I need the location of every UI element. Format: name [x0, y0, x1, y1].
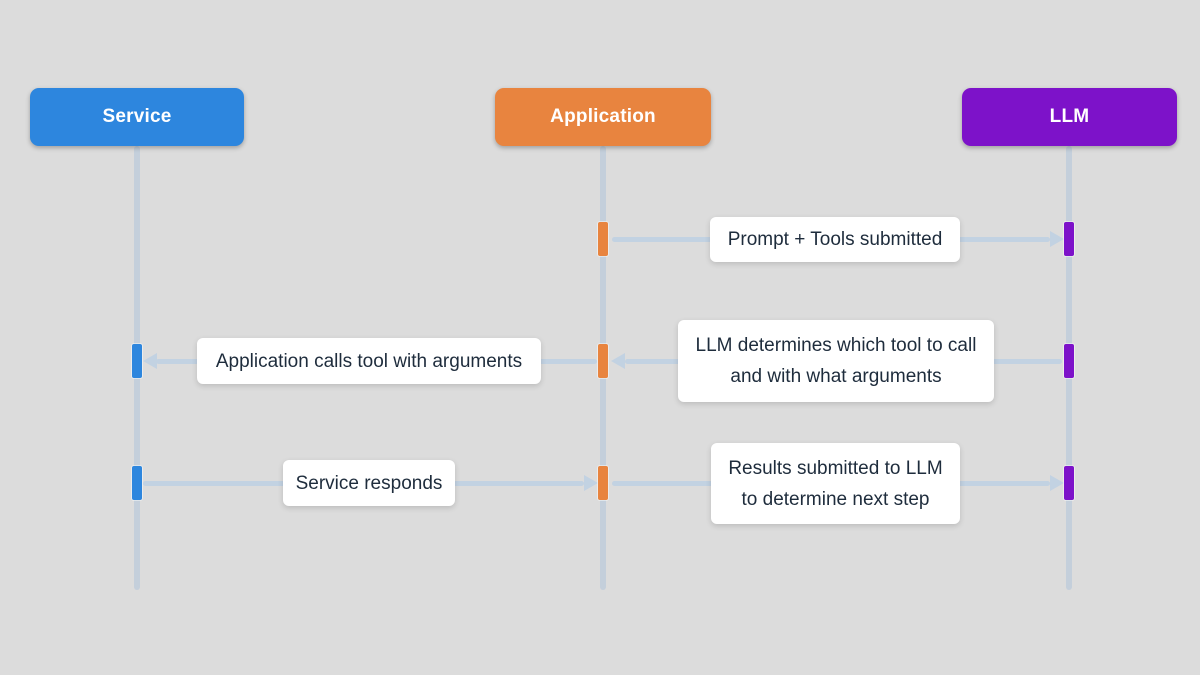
message-text: Application calls tool with arguments: [215, 350, 523, 372]
activation-llm-row3: [1064, 466, 1074, 500]
arrowhead-right-icon: [1050, 475, 1064, 491]
activation-application-row1: [598, 222, 608, 256]
message-text: Prompt + Tools submitted: [727, 229, 943, 250]
actor-box-llm: LLM: [962, 88, 1177, 146]
message-label-prompt-tools: Prompt + Tools submitted: [710, 217, 960, 262]
message-text: to determine next step: [741, 488, 930, 510]
actor-box-application: Application: [495, 88, 711, 146]
message-text: LLM determines which tool to call: [695, 335, 977, 356]
actor-label-service: Service: [102, 106, 172, 127]
activation-llm-row2: [1064, 344, 1074, 378]
actor-label-llm: LLM: [1049, 106, 1090, 127]
message-text: Service responds: [295, 472, 443, 494]
message-label-service-responds: Service responds: [283, 460, 455, 506]
activation-llm-row1: [1064, 222, 1074, 256]
message-text: and with what arguments: [730, 366, 942, 387]
arrowhead-right-icon: [584, 475, 598, 491]
activation-application-row2: [598, 344, 608, 378]
arrowhead-right-icon: [1050, 231, 1064, 247]
activation-service-row3: [132, 466, 142, 500]
arrowhead-left-icon: [611, 353, 625, 369]
message-text: Results submitted to LLM: [728, 457, 943, 479]
arrowhead-left-icon: [143, 353, 157, 369]
message-label-llm-determines: LLM determines which tool to call and wi…: [678, 320, 994, 402]
message-label-app-calls-tool: Application calls tool with arguments: [197, 338, 541, 384]
actor-label-application: Application: [550, 106, 656, 127]
message-label-results-submitted: Results submitted to LLM to determine ne…: [711, 443, 960, 524]
activation-application-row3: [598, 466, 608, 500]
actor-box-service: Service: [30, 88, 244, 146]
activation-service-row2: [132, 344, 142, 378]
